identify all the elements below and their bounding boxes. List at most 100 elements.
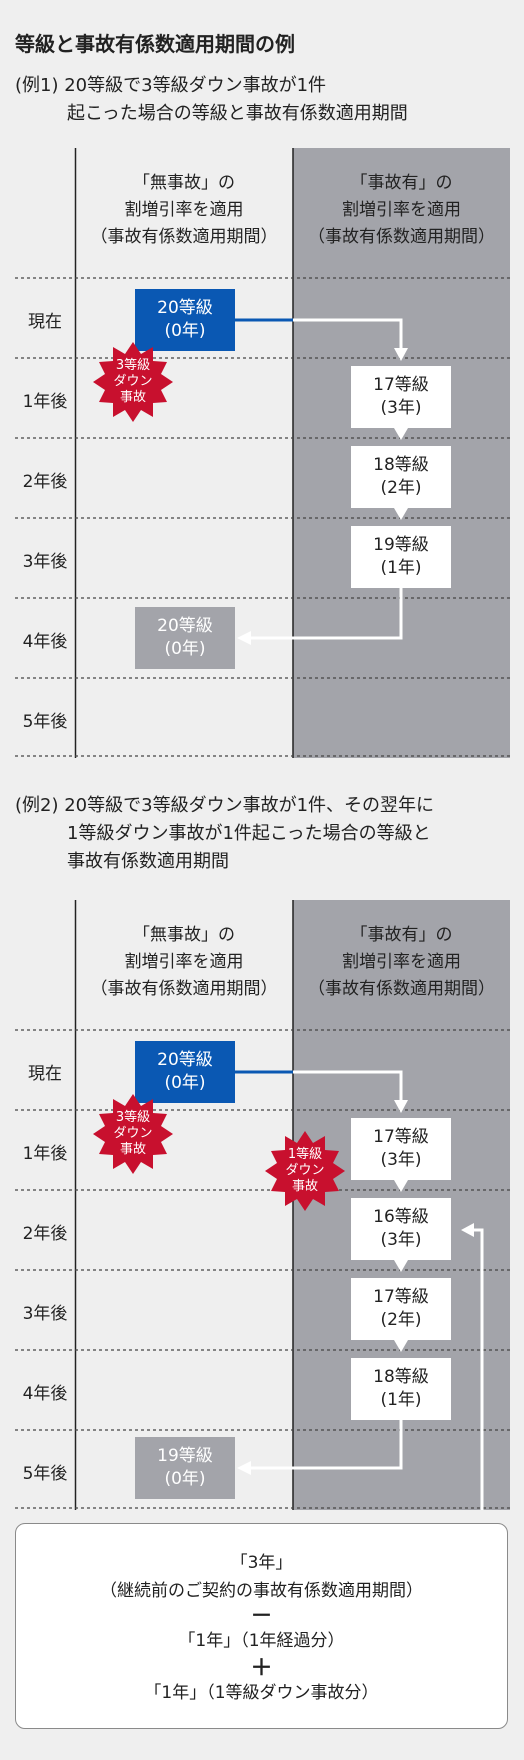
- grade-label: 20等級: [157, 298, 213, 318]
- grade-label: 16等級: [373, 1207, 429, 1227]
- flow-line: [293, 318, 403, 348]
- badge-line: 事故: [119, 1142, 146, 1157]
- row-label: 現在: [28, 1064, 62, 1084]
- starburst-icon: [265, 1131, 345, 1211]
- example1-diagram: 「無事故」の 割増引率を適用 （事故有係数適用期間） 「事故有」の 割増引率を適…: [15, 148, 510, 758]
- arrow-down-icon: [394, 1180, 408, 1192]
- accident-badge: 1等級 ダウン 事故: [263, 1129, 347, 1213]
- arrow-down-icon: [394, 348, 408, 361]
- grade-box-restored: 19等級 (0年): [135, 1437, 235, 1499]
- column-header-line: 「無事故」の: [133, 925, 235, 945]
- arrow-left-icon: [237, 1461, 251, 1475]
- starburst-icon: [93, 1094, 173, 1174]
- example1-heading-line1: (例1) 20等級で3等級ダウン事故が1件: [15, 75, 327, 96]
- column-header-line: 割増引率を適用: [124, 952, 244, 972]
- grade-box: 17等級 (2年): [351, 1278, 451, 1340]
- arrow-down-icon: [394, 1100, 408, 1113]
- badge-line: ダウン: [285, 1163, 325, 1178]
- example2-heading-line2: 1等級ダウン事故が1件起こった場合の等級と: [67, 823, 431, 844]
- page-title: 等級と事故有係数適用期間の例: [15, 32, 295, 56]
- period-label: (3年): [380, 398, 422, 418]
- note-line: 「1年」（1年経過分）: [178, 1631, 345, 1651]
- note-line: （継続前のご契約の事故有係数適用期間）: [100, 1581, 423, 1601]
- badge-line: 3等級: [115, 1110, 151, 1125]
- row-label: 2年後: [22, 1224, 68, 1244]
- example1-heading-line2: 起こった場合の等級と事故有係数適用期間: [67, 103, 408, 124]
- column-header-no-accident: 「無事故」の 割増引率を適用 （事故有係数適用期間）: [75, 922, 293, 1003]
- row-label: 5年後: [22, 712, 68, 732]
- grade-box: 16等級 (3年): [351, 1198, 451, 1260]
- grade-label: 18等級: [373, 455, 429, 475]
- note-line: 「1年」（1等級ダウン事故分）: [144, 1683, 379, 1703]
- column-header-line: 割増引率を適用: [342, 200, 461, 220]
- accident-badge: 3等級 ダウン 事故: [91, 340, 175, 424]
- arrow-down-icon: [394, 508, 408, 520]
- period-label: (0年): [164, 639, 206, 659]
- accident-badge: 3等級 ダウン 事故: [91, 1092, 175, 1176]
- grade-label: 19等級: [157, 1446, 213, 1466]
- grade-box-restored: 20等級 (0年): [135, 607, 235, 669]
- grade-box: 18等級 (1年): [351, 1358, 451, 1420]
- row-label: 2年後: [22, 472, 68, 492]
- grade-label: 17等級: [373, 1127, 429, 1147]
- row-label: 3年後: [22, 1304, 68, 1324]
- arrow-left-icon: [237, 631, 251, 645]
- period-label: (0年): [164, 1073, 206, 1093]
- arrow-down-icon: [394, 1340, 408, 1352]
- period-label: (2年): [380, 1310, 422, 1330]
- column-header-accident: 「事故有」の 割増引率を適用 （事故有係数適用期間）: [293, 922, 510, 1003]
- badge-line: 3等級: [115, 358, 151, 373]
- plus-sign: ＋: [250, 1656, 273, 1681]
- grade-box: 17等級 (3年): [351, 366, 451, 428]
- badge-line: 事故: [291, 1179, 318, 1194]
- column-header-line: （事故有係数適用期間）: [90, 227, 278, 247]
- badge-line: 1等級: [287, 1147, 323, 1162]
- row-label: 1年後: [22, 1144, 68, 1164]
- grade-label: 20等級: [157, 1050, 213, 1070]
- minus-sign: －: [250, 1604, 273, 1629]
- grade-box: 19等級 (1年): [351, 526, 451, 588]
- period-label: (3年): [380, 1150, 422, 1170]
- row-label: 4年後: [22, 632, 68, 652]
- example2-diagram: 「無事故」の 割増引率を適用 （事故有係数適用期間） 「事故有」の 割増引率を適…: [15, 900, 510, 1510]
- column-header-line: 「事故有」の: [350, 925, 453, 945]
- grade-label: 19等級: [373, 535, 429, 555]
- grade-box-current: 20等級 (0年): [135, 1041, 235, 1103]
- period-label: (2年): [380, 478, 422, 498]
- badge-line: ダウン: [113, 374, 153, 389]
- example2-heading-line1: (例2) 20等級で3等級ダウン事故が1件、その翌年に: [15, 795, 435, 816]
- grade-label: 18等級: [373, 1367, 429, 1387]
- badge-line: ダウン: [113, 1126, 153, 1141]
- example2-heading: (例2) 20等級で3等級ダウン事故が1件、その翌年に 1等級ダウン事故が1件起…: [15, 792, 434, 876]
- column-header-line: 「無事故」の: [133, 173, 235, 193]
- note-line: 「3年」: [230, 1553, 293, 1573]
- flow-line: [293, 1070, 403, 1100]
- row-label: 4年後: [22, 1384, 68, 1404]
- row-label: 5年後: [22, 1464, 68, 1484]
- column-header-accident: 「事故有」の 割増引率を適用 （事故有係数適用期間）: [293, 170, 510, 251]
- grade-label: 17等級: [373, 1287, 429, 1307]
- flow-line: [249, 1420, 403, 1470]
- badge-line: 事故: [119, 390, 146, 405]
- column-header-line: 「事故有」の: [350, 173, 453, 193]
- grade-box: 18等級 (2年): [351, 446, 451, 508]
- column-header-line: （事故有係数適用期間）: [308, 227, 495, 247]
- flow-line: [249, 588, 403, 640]
- grade-label: 17等級: [373, 375, 429, 395]
- example1-heading: (例1) 20等級で3等級ダウン事故が1件 起こった場合の等級と事故有係数適用期…: [15, 72, 408, 128]
- period-label: (1年): [380, 1390, 422, 1410]
- column-header-line: 割増引率を適用: [124, 200, 244, 220]
- column-header-line: （事故有係数適用期間）: [308, 979, 495, 999]
- row-label: 3年後: [22, 552, 68, 572]
- grade-box-current: 20等級 (0年): [135, 289, 235, 351]
- arrow-left-icon: [461, 1223, 474, 1237]
- period-label: (3年): [380, 1230, 422, 1250]
- arrow-down-icon: [394, 428, 408, 440]
- row-label: 現在: [28, 312, 62, 332]
- row-label: 1年後: [22, 392, 68, 412]
- example1-grid: [15, 148, 510, 758]
- grade-label: 20等級: [157, 616, 213, 636]
- column-header-no-accident: 「無事故」の 割増引率を適用 （事故有係数適用期間）: [75, 170, 293, 251]
- calculation-note: 「3年」 （継続前のご契約の事故有係数適用期間） － 「1年」（1年経過分） ＋…: [15, 1523, 508, 1729]
- note-pointer-line: [473, 1228, 484, 1510]
